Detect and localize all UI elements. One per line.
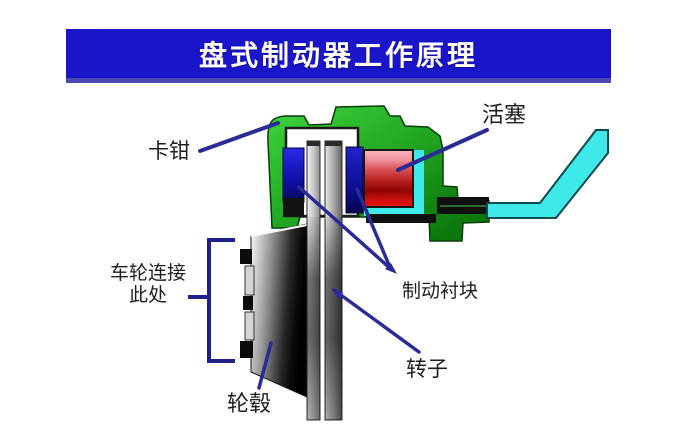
- leader-pad-left: [297, 185, 394, 272]
- arrowhead-pads: [385, 263, 397, 274]
- hub-bolt: [243, 296, 253, 310]
- piston-label: 活塞: [482, 103, 527, 128]
- page-title: 盘式制动器工作原理: [198, 38, 478, 72]
- hub-highlight: [250, 224, 308, 237]
- rotor-cap: [325, 141, 342, 146]
- wheel-connection-label: 车轮连接 此处: [100, 262, 196, 307]
- caliper-label: 卡钳: [148, 139, 190, 163]
- leader-pad-right: [355, 187, 391, 267]
- rotor-shade: [325, 217, 342, 420]
- hub-bolt: [240, 249, 252, 264]
- leader-hub: [257, 341, 273, 390]
- piston-shape: [363, 149, 414, 208]
- hub-flange: [244, 265, 255, 296]
- brake-pad-left-backing: [283, 198, 304, 217]
- arrowhead-rotor: [331, 288, 343, 299]
- hub-bolt: [240, 341, 253, 358]
- hub-shape: [250, 223, 308, 398]
- title-bar: 盘式制动器工作原理: [66, 29, 611, 83]
- wheel-connection-label-line2: 此处: [128, 283, 167, 306]
- leader-rotor: [332, 288, 421, 354]
- leader-piston: [396, 128, 489, 172]
- caliper-shadow-band: [366, 214, 436, 223]
- wheel-connection-bracket: [188, 238, 235, 363]
- brake-pads-label: 制动衬块: [402, 280, 479, 302]
- rotor-label: 转子: [406, 357, 448, 381]
- hub-label: 轮毂: [227, 392, 272, 417]
- wheel-connection-label-line1: 车轮连接: [109, 262, 186, 284]
- brake-pad-left: [282, 147, 305, 203]
- leader-caliper: [198, 121, 280, 153]
- hub-flange: [244, 311, 255, 341]
- rotor-shade: [307, 217, 320, 420]
- brake-pad-right: [345, 146, 364, 214]
- brake-fluid-line: [486, 129, 609, 219]
- rotor-cap: [307, 141, 320, 146]
